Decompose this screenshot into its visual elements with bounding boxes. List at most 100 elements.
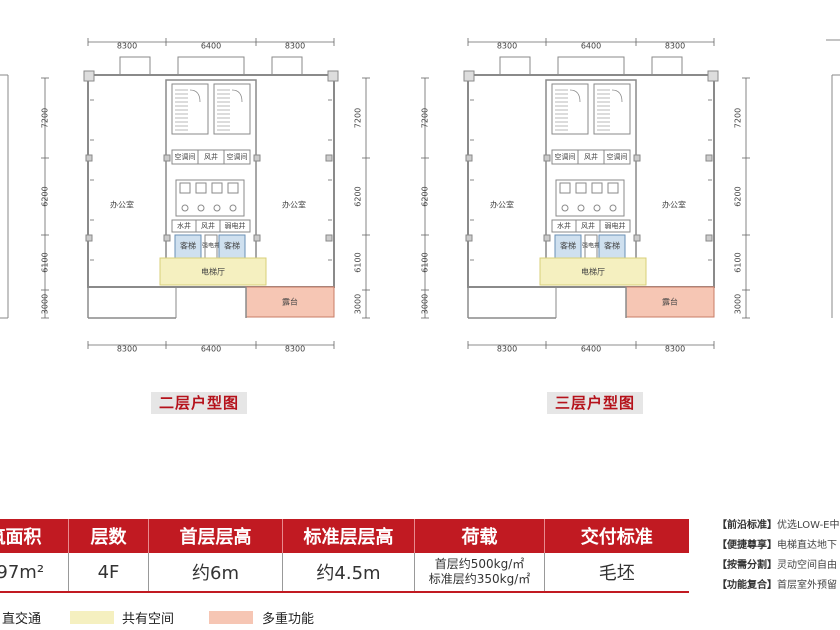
feature-tag: 【前沿标准】 bbox=[717, 520, 777, 531]
bay-window bbox=[271, 56, 303, 76]
dim-bottom-label: 8300 bbox=[117, 345, 137, 354]
dim-side-left-label: 7200 bbox=[41, 108, 50, 128]
label-strong-shaft: 强电井 bbox=[582, 242, 600, 250]
label-ac-left: 空调间 bbox=[175, 152, 196, 161]
label-ac-left: 空调间 bbox=[555, 152, 576, 161]
dim-top-label: 8300 bbox=[117, 42, 137, 51]
legend-label-shared-space: 共有空间 bbox=[122, 612, 175, 627]
dim-top-label: 8300 bbox=[665, 42, 685, 51]
column bbox=[325, 154, 333, 162]
stair-flight bbox=[551, 83, 589, 135]
toilet-stall bbox=[559, 182, 571, 194]
legend: 直交通 共有空间 多重功能 bbox=[0, 604, 840, 628]
spec-table: 筑面积 层数 首层层高 标准层层高 荷载 交付标准 997m² 4F 约6m 约… bbox=[0, 519, 689, 593]
stair-arc bbox=[611, 89, 623, 103]
label-office-right: 办公室 bbox=[282, 200, 306, 210]
column bbox=[465, 234, 473, 242]
spec-value-row: 997m² 4F 约6m 约4.5m 首层约500kg/㎡ 标准层约350kg/… bbox=[0, 553, 689, 593]
dim-side-left-label: 7200 bbox=[421, 108, 430, 128]
label-office-right: 办公室 bbox=[662, 200, 686, 210]
toilet-block bbox=[175, 179, 245, 217]
stair-arc bbox=[189, 89, 201, 103]
weak-shaft bbox=[599, 219, 631, 233]
corner-column bbox=[327, 70, 339, 82]
value-load-ground: 首层约500kg/㎡ bbox=[434, 557, 525, 571]
label-strong-shaft: 强电井 bbox=[202, 242, 220, 250]
header-standard-height: 标准层层高 bbox=[282, 519, 415, 553]
elevator-lobby bbox=[159, 257, 267, 286]
toilet-room bbox=[555, 179, 625, 217]
column bbox=[253, 234, 261, 242]
corner-column bbox=[83, 70, 95, 82]
stair-arc bbox=[231, 89, 243, 103]
feature-tag: 【便捷尊享】 bbox=[717, 540, 777, 551]
column bbox=[543, 234, 551, 242]
bay-window bbox=[119, 56, 151, 76]
feature-text: 优选LOW-E中 bbox=[777, 520, 840, 531]
value-floors: 4F bbox=[68, 553, 149, 593]
stair-arc bbox=[569, 89, 581, 103]
feature-text: 首层室外预留 bbox=[777, 580, 837, 591]
terrace bbox=[245, 286, 335, 318]
label-terrace: 露台 bbox=[282, 297, 298, 307]
column bbox=[85, 154, 93, 162]
dim-bottom-label: 8300 bbox=[285, 345, 305, 354]
feature-tag: 【功能复合】 bbox=[717, 580, 777, 591]
dim-side-left-label: 6200 bbox=[41, 186, 50, 206]
toilet-room bbox=[175, 179, 245, 217]
bay-window bbox=[651, 56, 683, 76]
header-delivery: 交付标准 bbox=[544, 519, 689, 553]
toilet-stall bbox=[227, 182, 239, 194]
column bbox=[163, 234, 171, 242]
partial-plan-right bbox=[826, 39, 840, 318]
terrace bbox=[625, 286, 715, 318]
staircase-icon bbox=[551, 83, 631, 135]
dim-bottom-label: 6400 bbox=[581, 345, 601, 354]
label-elevator-right: 客梯 bbox=[604, 241, 620, 251]
header-floors: 层数 bbox=[68, 519, 149, 553]
feature-item: 【按需分割】灵动空间自由 bbox=[717, 556, 840, 576]
partial-plan-left bbox=[0, 74, 9, 319]
column bbox=[325, 234, 333, 242]
label-weak-shaft: 弱电井 bbox=[225, 221, 246, 230]
label-fan-shaft: 风井 bbox=[204, 152, 218, 161]
column bbox=[253, 154, 261, 162]
header-load: 荷载 bbox=[414, 519, 545, 553]
caption-floor-3: 三层户型图 bbox=[547, 392, 644, 414]
dim-side-right-label: 6200 bbox=[354, 186, 363, 206]
dim-side-left-label: 6200 bbox=[421, 186, 430, 206]
value-delivery: 毛坯 bbox=[544, 553, 689, 593]
toilet-stall bbox=[575, 182, 587, 194]
legend-label-vertical-traffic: 直交通 bbox=[2, 612, 42, 627]
label-ac-right: 空调间 bbox=[227, 152, 248, 161]
stair-flight bbox=[213, 83, 251, 135]
column bbox=[633, 154, 641, 162]
elevator-lobby bbox=[539, 257, 647, 286]
legend-label-multi-function: 多重功能 bbox=[262, 612, 315, 627]
label-office-left: 办公室 bbox=[110, 200, 134, 210]
bay-window bbox=[499, 56, 531, 76]
label-fan-shaft-2: 风井 bbox=[201, 221, 215, 230]
wc-icon bbox=[229, 204, 237, 212]
feature-item: 【前沿标准】优选LOW-E中 bbox=[717, 516, 840, 536]
exterior-wall bbox=[467, 74, 715, 288]
label-fan-shaft: 风井 bbox=[584, 152, 598, 161]
label-water-shaft: 水井 bbox=[557, 221, 571, 230]
toilet-stall bbox=[195, 182, 207, 194]
wc-icon bbox=[593, 204, 601, 212]
wc-icon bbox=[197, 204, 205, 212]
dim-side-right-label: 3000 bbox=[734, 294, 743, 314]
column bbox=[633, 234, 641, 242]
column bbox=[163, 154, 171, 162]
value-load-standard: 标准层约350kg/㎡ bbox=[428, 572, 531, 586]
toilet-block bbox=[555, 179, 625, 217]
dim-side-left-label: 6100 bbox=[421, 252, 430, 272]
label-fan-shaft-2: 风井 bbox=[581, 221, 595, 230]
exterior-wall bbox=[87, 74, 335, 288]
dim-side-right-label: 6100 bbox=[354, 252, 363, 272]
legend-swatch-shared-space bbox=[70, 611, 114, 624]
label-elevator-right: 客梯 bbox=[224, 241, 240, 251]
weak-shaft bbox=[219, 219, 251, 233]
